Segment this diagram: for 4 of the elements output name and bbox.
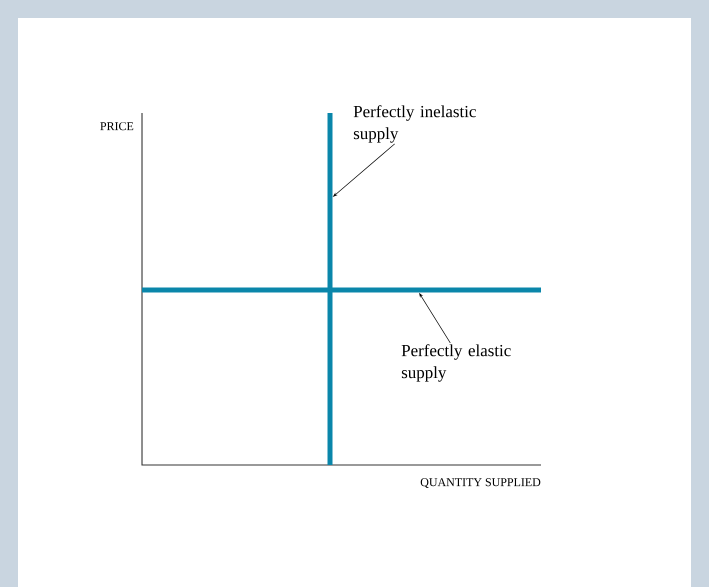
axis-label: QUANTITY SUPPLIED — [420, 478, 540, 488]
axis-label: PRICE — [100, 122, 134, 130]
callout-text: Perfectly elastic supply — [402, 344, 511, 382]
callout-text: Perfectly inelastic supply — [354, 105, 476, 143]
